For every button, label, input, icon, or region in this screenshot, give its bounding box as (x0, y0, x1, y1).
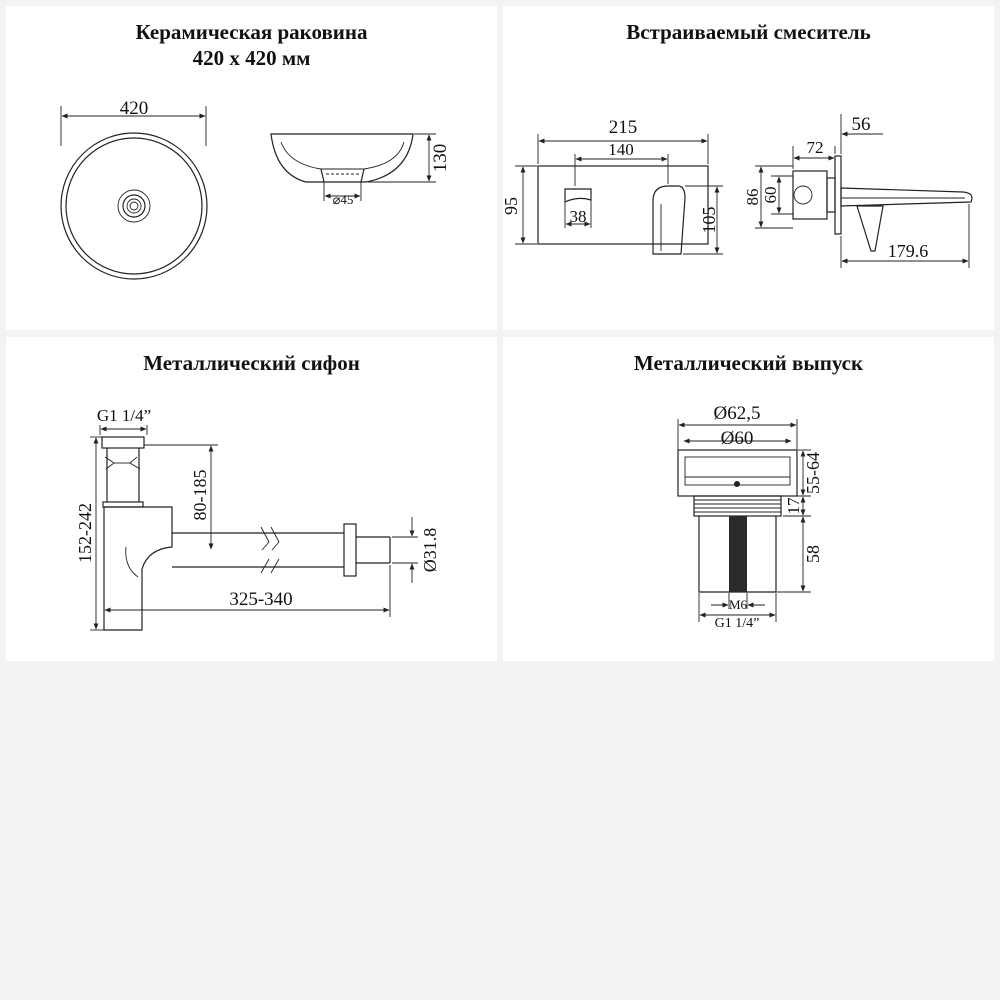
sink-title: Керамическая раковина 420 х 420 мм (6, 19, 497, 71)
siphon-drop-label: 80-185 (190, 470, 210, 521)
siphon-thread-label: G1 1/4” (97, 406, 151, 425)
mixer-panel: Встраиваемый смеситель 215 140 38 (501, 6, 994, 330)
drain-17-label: 17 (784, 497, 803, 515)
siphon-pipe-label: Ø31.8 (420, 528, 440, 573)
drain-inner-label: Ø60 (721, 428, 754, 449)
drain-range-label: 55-64 (803, 452, 823, 494)
siphon-length-label: 325-340 (229, 589, 292, 610)
sink-height-label: 130 (430, 144, 451, 173)
mixer-height-right-label: 105 (699, 207, 719, 234)
siphon-drawing: G1 1/4” 152-242 80-185 325-340 (75, 406, 440, 631)
drain-58-label: 58 (803, 545, 823, 563)
siphon-title: Металлический сифон (143, 351, 360, 375)
siphon-panel: Металлический сифон G1 1/4” (6, 337, 497, 661)
mixer-56-label: 56 (852, 114, 871, 135)
mixer-height-left-label: 95 (501, 197, 521, 215)
mixer-title: Встраиваемый смеситель (626, 20, 871, 44)
drain-m6-label: M6 (729, 597, 748, 612)
mixer-spacing-label: 140 (608, 140, 634, 159)
drain-title: Металлический выпуск (633, 351, 864, 375)
drain-outer-label: Ø62,5 (714, 403, 761, 424)
mixer-60-label: 60 (761, 187, 780, 204)
sink-drain-label: ⌀45 (333, 192, 354, 207)
mixer-side-view: 72 56 86 60 179.6 (743, 114, 973, 268)
siphon-height-label: 152-242 (75, 503, 95, 563)
sink-drawing: 420 ⌀45 130 (60, 98, 451, 280)
mixer-handle-label: 38 (570, 207, 587, 226)
sink-top-view: 420 (60, 98, 208, 280)
sink-title-line1: Керамическая раковина (135, 20, 368, 44)
sink-width-label: 420 (120, 98, 149, 119)
drain-panel: Металлический выпуск Ø62,5 Ø60 (503, 337, 994, 661)
sink-title-line2: 420 х 420 мм (192, 46, 311, 70)
mixer-spout-label: 179.6 (888, 241, 929, 261)
drain-thread-label: G1 1/4” (715, 616, 760, 631)
mixer-86-label: 86 (743, 189, 762, 206)
sink-panel: Керамическая раковина 420 х 420 мм 420 (6, 6, 497, 330)
drain-drawing: Ø62,5 Ø60 55-64 17 58 M6 (677, 403, 823, 631)
mixer-72-label: 72 (807, 138, 824, 157)
mixer-drawing: 215 140 38 95 105 (501, 114, 973, 268)
sink-side-view: ⌀45 130 (270, 133, 451, 207)
mixer-total-label: 215 (609, 117, 638, 138)
mixer-front-view: 215 140 38 95 105 (501, 117, 723, 255)
